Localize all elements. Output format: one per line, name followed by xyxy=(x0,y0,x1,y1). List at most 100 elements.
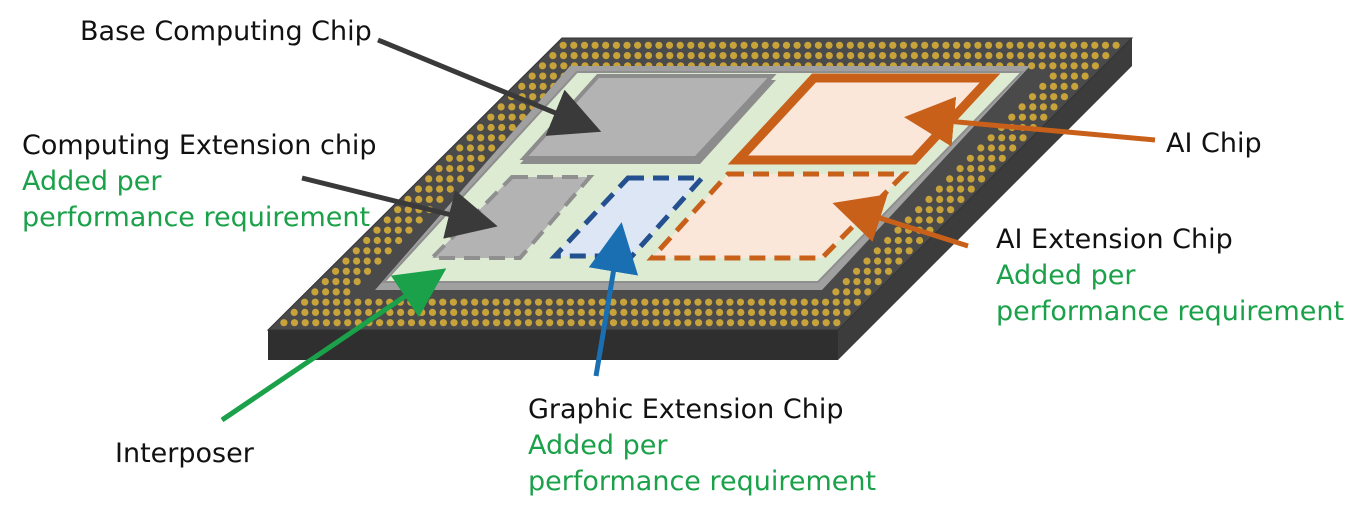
label-ai-extension-chip: AI Extension Chip Added per performance … xyxy=(996,222,1344,330)
solder-ball xyxy=(591,41,599,49)
solder-ball xyxy=(894,226,902,234)
solder-ball xyxy=(446,165,454,173)
solder-ball xyxy=(748,319,756,327)
solder-ball xyxy=(503,298,511,306)
solder-ball xyxy=(662,308,671,316)
solder-ball xyxy=(1070,62,1078,70)
graphic-extension-chip-title: Graphic Extension Chip xyxy=(528,394,844,425)
solder-ball xyxy=(780,319,788,327)
solder-ball xyxy=(761,41,769,49)
solder-ball xyxy=(450,308,458,316)
solder-ball xyxy=(634,52,642,60)
solder-ball xyxy=(884,236,892,245)
solder-ball xyxy=(428,298,436,306)
solder-ball xyxy=(498,123,506,132)
solder-ball xyxy=(832,308,841,316)
computing-extension-note-line1: Added per xyxy=(22,166,162,197)
solder-balls xyxy=(280,41,1120,327)
solder-ball xyxy=(641,298,649,306)
solder-ball xyxy=(1060,72,1068,80)
solder-ball xyxy=(790,308,798,316)
solder-ball xyxy=(946,175,954,183)
solder-ball xyxy=(620,319,628,327)
solder-ball xyxy=(394,226,402,234)
solder-ball xyxy=(900,52,908,60)
solder-ball xyxy=(793,52,802,60)
solder-ball xyxy=(987,134,995,142)
solder-ball xyxy=(655,52,663,60)
solder-ball xyxy=(884,247,892,255)
solder-ball xyxy=(374,247,382,255)
solder-ball xyxy=(804,41,812,49)
solder-ball xyxy=(1040,113,1048,121)
computing-extension-chip-title: Computing Extension chip xyxy=(22,130,377,161)
solder-ball xyxy=(793,41,801,49)
solder-ball xyxy=(889,41,897,49)
solder-ball xyxy=(641,308,649,316)
solder-ball xyxy=(925,195,933,203)
solder-ball xyxy=(280,319,288,327)
solder-ball xyxy=(676,41,684,49)
solder-ball xyxy=(342,257,350,265)
solder-ball xyxy=(684,308,692,316)
solder-ball xyxy=(322,308,330,316)
solder-ball xyxy=(415,195,423,203)
solder-ball xyxy=(363,236,371,245)
solder-ball xyxy=(1018,103,1026,111)
solder-ball xyxy=(332,298,341,306)
solder-ball xyxy=(895,257,903,265)
solder-ball xyxy=(815,52,823,60)
solder-ball xyxy=(405,216,413,224)
solder-ball xyxy=(436,195,444,203)
solder-ball xyxy=(655,41,663,49)
solder-ball xyxy=(471,319,479,327)
solder-ball xyxy=(322,298,330,306)
solder-ball xyxy=(503,308,511,316)
solder-ball xyxy=(836,52,844,60)
solder-ball xyxy=(414,185,422,193)
solder-ball xyxy=(899,41,908,49)
solder-ball xyxy=(528,82,537,90)
base-computing-chip-title: Base Computing Chip xyxy=(80,16,372,47)
solder-ball xyxy=(343,298,351,306)
solder-ball xyxy=(687,52,695,60)
arrow-ai-chip xyxy=(904,96,1156,147)
solder-ball xyxy=(445,154,453,162)
solder-ball xyxy=(921,41,929,49)
solder-ball xyxy=(612,41,621,49)
package-side-face xyxy=(838,38,1132,360)
solder-ball xyxy=(1081,72,1089,80)
solder-ball xyxy=(843,298,851,306)
solder-ball xyxy=(715,298,723,306)
solder-ball xyxy=(528,72,536,80)
solder-ball xyxy=(936,195,944,203)
solder-ball xyxy=(1070,41,1078,49)
label-ai-chip: AI Chip xyxy=(1166,126,1262,162)
solder-ball xyxy=(936,216,944,224)
solder-ball xyxy=(947,206,955,214)
solder-ball xyxy=(644,41,652,49)
solder-ball xyxy=(405,226,413,234)
solder-ball xyxy=(566,298,575,306)
solder-ball xyxy=(425,185,433,193)
solder-ball xyxy=(956,165,964,173)
solder-ball xyxy=(481,298,489,306)
solder-ball xyxy=(985,52,993,60)
solder-ball xyxy=(843,308,851,316)
solder-ball xyxy=(726,298,734,306)
solder-ball xyxy=(1071,82,1079,90)
solder-ball xyxy=(942,52,950,60)
solder-ball xyxy=(588,308,596,316)
solder-ball xyxy=(418,319,426,327)
solder-ball xyxy=(407,319,416,327)
solder-ball xyxy=(417,298,426,306)
solder-ball xyxy=(549,72,558,80)
solder-ball xyxy=(449,298,457,306)
solder-ball xyxy=(878,41,886,49)
solder-ball xyxy=(868,52,876,60)
solder-ball xyxy=(740,52,748,60)
solder-ball xyxy=(863,267,871,275)
solder-ball xyxy=(800,298,808,306)
solder-ball xyxy=(623,41,631,49)
